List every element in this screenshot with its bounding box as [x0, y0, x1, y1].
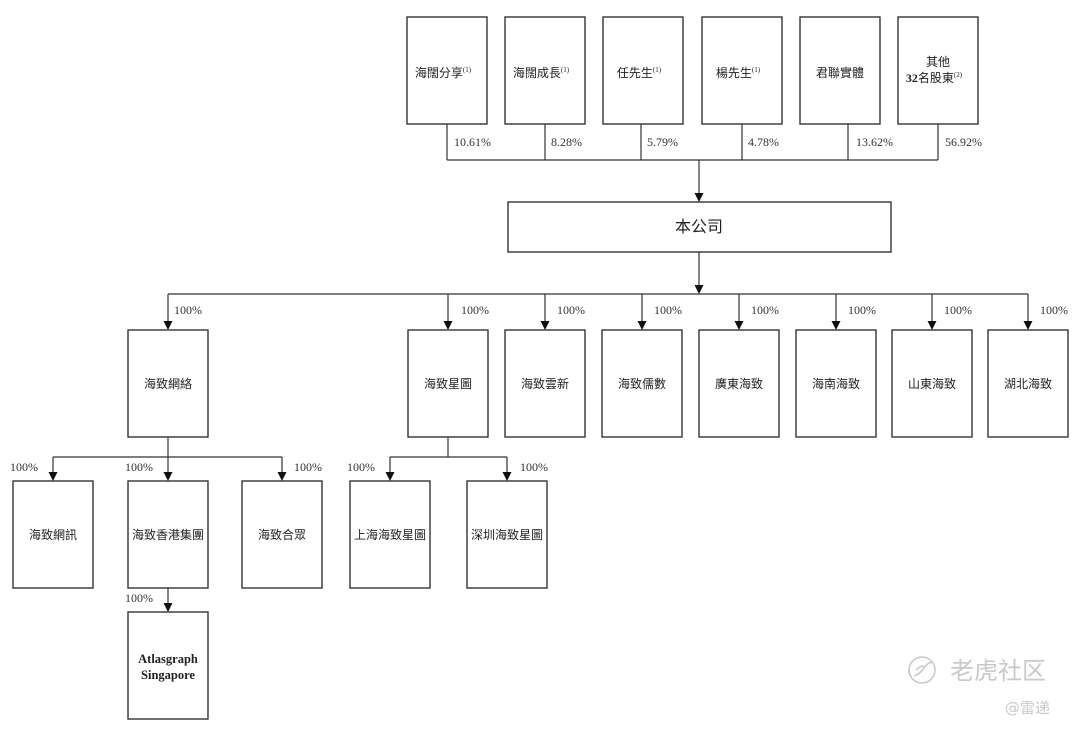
watermark-author: @雷递	[1005, 699, 1050, 717]
subsidiary-label: 海致網絡	[144, 376, 192, 391]
arrowhead-icon	[927, 321, 937, 330]
shareholder-box-s5: 君聯實體	[799, 16, 881, 125]
child-box-n2: 海致香港集團	[127, 480, 209, 589]
pct-label: 100%	[294, 460, 322, 474]
subsidiary-label: 山東海致	[908, 376, 956, 391]
child-label: 深圳海致星圖	[471, 527, 543, 542]
subsidiary-box-c6: 海南海致	[795, 329, 877, 438]
arrowhead-icon	[734, 321, 744, 330]
shareholder-label-line1: 其他	[926, 55, 950, 69]
subsidiary-label: 海致星圖	[424, 376, 472, 391]
footnote-marker: (1)	[561, 66, 570, 74]
subsidiary-label: 海致儒數	[618, 376, 666, 391]
arrowhead-icon	[163, 321, 173, 330]
pct-label: 100%	[461, 303, 489, 317]
arrowhead-icon	[694, 285, 704, 294]
child-box-atlasgraph: Atlasgraph Singapore	[127, 611, 209, 720]
svg-text:海闊分享(1): 海闊分享(1)	[415, 65, 472, 80]
svg-text:楊先生(1): 楊先生(1)	[716, 65, 761, 80]
pct-label: 100%	[751, 303, 779, 317]
child-box-x1: 上海海致星圖	[349, 480, 431, 589]
pct-label: 13.62%	[856, 135, 893, 149]
arrowhead-icon	[48, 472, 58, 481]
pct-label: 100%	[848, 303, 876, 317]
subsidiary-box-c8: 湖北海致	[987, 329, 1069, 438]
shareholder-count: 32	[906, 71, 918, 85]
shareholder-label: 君聯實體	[816, 65, 864, 80]
arrowhead-icon	[1023, 321, 1033, 330]
shareholder-label: 任先生	[617, 66, 653, 80]
subsidiary-box-c2: 海致星圖	[407, 329, 489, 438]
pct-label: 100%	[125, 460, 153, 474]
child-box-n1: 海致網訊	[12, 480, 94, 589]
arrowhead-icon	[385, 472, 395, 481]
subsidiary-box-c3: 海致雲新	[504, 329, 586, 438]
svg-text:海闊成長(1): 海闊成長(1)	[513, 65, 570, 80]
shareholder-box-s2: 海闊成長(1)	[504, 16, 586, 125]
child-label-line2: Singapore	[141, 668, 195, 682]
pct-label: 100%	[1040, 303, 1068, 317]
pct-label: 100%	[347, 460, 375, 474]
shareholder-label-line2: 名股東	[918, 70, 954, 85]
watermark-brand: 老虎社区	[950, 657, 1046, 685]
pct-label: 100%	[944, 303, 972, 317]
arrowhead-icon	[831, 321, 841, 330]
pct-label: 100%	[557, 303, 585, 317]
pct-label: 100%	[174, 303, 202, 317]
child-label: 海致香港集團	[132, 527, 204, 542]
svg-text:32名股東(2): 32名股東(2)	[906, 70, 963, 85]
child-label: 海致合眾	[258, 527, 306, 542]
child-box-n3: 海致合眾	[241, 480, 323, 589]
arrowhead-icon	[694, 193, 704, 202]
watermark: 老虎社区 @雷递	[908, 656, 1050, 717]
pct-label: 100%	[10, 460, 38, 474]
child-box-x2: 深圳海致星圖	[466, 480, 548, 589]
footnote-marker: (1)	[653, 66, 662, 74]
arrowhead-icon	[163, 472, 173, 481]
subsidiary-label: 海南海致	[812, 376, 860, 391]
arrowhead-icon	[540, 321, 550, 330]
shareholder-label: 海闊成長	[513, 65, 561, 80]
shareholder-box-s3: 任先生(1)	[602, 16, 684, 125]
shareholder-box-s4: 楊先生(1)	[701, 16, 783, 125]
arrowhead-icon	[443, 321, 453, 330]
footnote-marker: (2)	[954, 71, 963, 79]
subsidiary-box-c5: 廣東海致	[698, 329, 780, 438]
shareholder-label: 海闊分享	[415, 65, 463, 80]
arrowhead-icon	[637, 321, 647, 330]
pct-label: 5.79%	[647, 135, 678, 149]
footnote-marker: (1)	[463, 66, 472, 74]
tiger-logo-icon	[908, 656, 936, 684]
shareholder-box-s6: 其他 32名股東(2)	[897, 16, 979, 125]
subsidiary-box-c1: 海致網絡	[127, 329, 209, 438]
footnote-marker: (1)	[752, 66, 761, 74]
shareholder-label: 楊先生	[716, 65, 752, 80]
subsidiary-box-c4: 海致儒數	[601, 329, 683, 438]
shareholder-box-s1: 海闊分享(1)	[406, 16, 488, 125]
pct-label: 4.78%	[748, 135, 779, 149]
pct-label: 100%	[520, 460, 548, 474]
arrowhead-icon	[502, 472, 512, 481]
svg-text:任先生(1): 任先生(1)	[617, 66, 662, 80]
pct-label: 100%	[654, 303, 682, 317]
subsidiary-label: 海致雲新	[521, 376, 569, 391]
arrowhead-icon	[163, 603, 173, 612]
child-label: 海致網訊	[29, 527, 77, 542]
subsidiary-label: 湖北海致	[1004, 376, 1052, 391]
pct-label: 8.28%	[551, 135, 582, 149]
connector-lines	[48, 124, 1033, 612]
pct-label: 100%	[125, 591, 153, 605]
subsidiary-label: 廣東海致	[715, 376, 763, 391]
child-label-line1: Atlasgraph	[138, 652, 198, 666]
pct-label: 10.61%	[454, 135, 491, 149]
pct-label: 56.92%	[945, 135, 982, 149]
subsidiary-box-c7: 山東海致	[891, 329, 973, 438]
company-box: 本公司	[507, 201, 892, 253]
child-label: 上海海致星圖	[354, 527, 426, 542]
arrowhead-icon	[277, 472, 287, 481]
company-label: 本公司	[675, 217, 723, 236]
